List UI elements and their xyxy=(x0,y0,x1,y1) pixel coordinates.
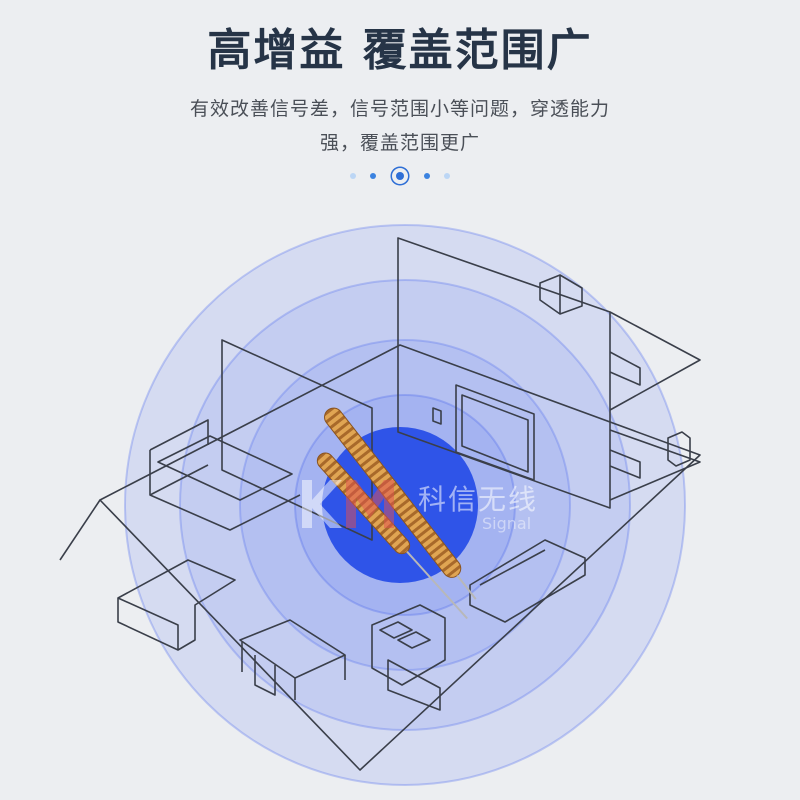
subtitle-line-1: 有效改善信号差，信号范围小等问题，穿透能力 xyxy=(189,98,610,120)
house-outline xyxy=(59,237,701,771)
shelf-detail-2 xyxy=(609,449,641,479)
stove-burner-2 xyxy=(397,631,431,649)
stove-counter xyxy=(371,604,446,686)
side-box xyxy=(667,431,691,467)
bed-frame xyxy=(149,450,301,531)
dining-table-legs xyxy=(241,642,346,700)
page-title: 高增益 覆盖范围广 xyxy=(207,25,593,76)
shelf-detail-1 xyxy=(609,351,641,386)
bed-mattress xyxy=(157,435,293,501)
wall-switch xyxy=(432,407,442,425)
brand-watermark: 科信无线 Signal xyxy=(300,478,560,538)
carousel-indicator xyxy=(0,168,800,184)
dining-chair xyxy=(254,655,276,696)
carousel-dot-4[interactable] xyxy=(424,173,430,179)
carousel-dot-2[interactable] xyxy=(370,173,376,179)
watermark-brand-en: Signal xyxy=(482,514,532,533)
kitchen-counter xyxy=(117,559,236,651)
watermark-brand-cn: 科信无线 xyxy=(418,483,539,516)
carousel-dot-5[interactable] xyxy=(444,173,450,179)
floor-outline xyxy=(99,344,701,771)
carousel-dot-3-active[interactable] xyxy=(396,172,404,180)
sofa-back xyxy=(479,549,546,586)
floor-edge xyxy=(59,499,101,561)
tv-outline xyxy=(455,384,535,481)
partition-wall xyxy=(221,339,373,541)
shelf-upper xyxy=(609,311,701,411)
page-subtitle: 有效改善信号差，信号范围小等问题，穿透能力 强，覆盖范围更广 xyxy=(140,92,660,160)
sofa xyxy=(469,539,586,623)
subtitle-line-2: 强，覆盖范围更广 xyxy=(319,132,480,154)
watermark-logo-icon xyxy=(302,480,394,528)
stove-burner-1 xyxy=(379,621,413,639)
bed-base-line xyxy=(149,464,209,496)
tv-screen xyxy=(461,394,529,473)
carousel-dot-1[interactable] xyxy=(350,173,356,179)
cabinet-base xyxy=(387,659,441,711)
shelf-lower xyxy=(609,429,701,501)
kitchen-counter-edge xyxy=(117,597,179,650)
